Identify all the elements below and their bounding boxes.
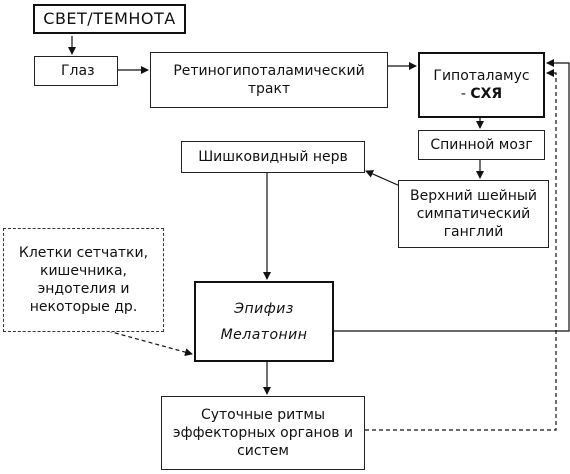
rhythms-line-1: Суточные ритмы [200,407,326,423]
hypothalamus-box: Гипоталамус - СХЯ [418,52,545,118]
arrow-cells-to-epiphysis [107,330,193,357]
light-dark-box: СВЕТ/ТЕМНОТА [33,4,186,34]
epiphysis-line-1: Эпифиз [234,300,294,317]
hypothalamus-line-2: - СХЯ [461,85,502,103]
spinal-cord-box: Спинной мозг [418,130,545,160]
eye-label: Глаз [61,63,95,79]
hypothalamus-dash: - [460,86,466,102]
hypothalamus-line-1: Гипоталамус [433,68,530,84]
rhythms-line-2: эффекторных органов и [172,425,354,441]
other-cells-line-3: эндотелия и [37,281,130,297]
hypothalamus-sch: СХЯ [470,86,503,102]
retino-tract-box: Ретиногипоталамический тракт [150,52,388,108]
ganglion-line-3: ганглий [443,224,504,240]
pineal-nerve-box: Шишковидный нерв [181,141,365,173]
epiphysis-line-2: Мелатонин [220,326,308,343]
arrow-rhythms-feedback [365,69,557,431]
other-cells-line-1: Клетки сетчатки, [18,245,149,261]
ganglion-line-1: Верхний шейный [409,188,538,204]
retino-tract-line-1: Ретиногипоталамический [173,63,365,79]
ganglion-line-2: симпатический [416,206,531,222]
light-dark-label: СВЕТ/ТЕМНОТА [43,9,176,28]
arrow-ganglion-to-nerve [365,170,401,187]
rhythms-line-3: систем [237,443,289,459]
eye-box: Глаз [34,56,118,86]
ganglion-box: Верхний шейный симпатический ганглий [398,180,549,248]
arrow-epiphysis-feedback [334,59,570,332]
spinal-cord-label: Спинной мозг [430,137,533,153]
other-cells-box: Клетки сетчатки, кишечника, эндотелия и … [3,228,164,332]
epiphysis-box: Эпифиз Мелатонин [194,281,334,362]
other-cells-line-2: кишечника, [40,263,127,279]
rhythms-box: Суточные ритмы эффекторных органов и сис… [161,396,365,470]
pineal-nerve-label: Шишковидный нерв [198,149,348,165]
other-cells-line-4: некоторые др. [29,299,138,315]
retino-tract-line-2: тракт [247,81,291,97]
